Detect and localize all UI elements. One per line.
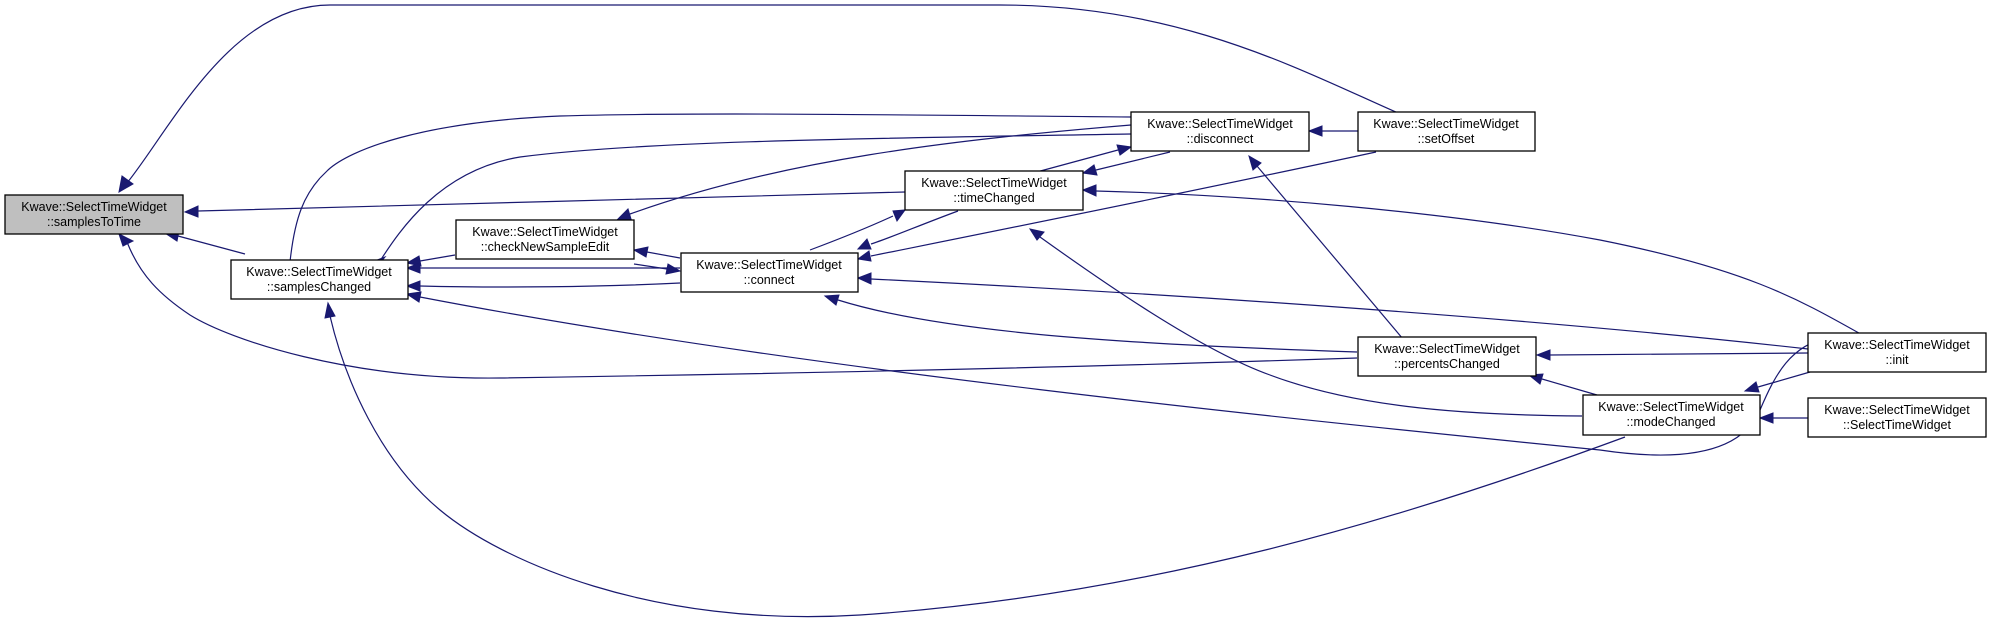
edge-modechanged-to-percentschanged — [1527, 373, 1598, 396]
node-sampleschanged[interactable]: Kwave::SelectTimeWidget ::samplesChanged — [230, 259, 409, 300]
node-connect[interactable]: Kwave::SelectTimeWidget ::connect — [680, 252, 859, 293]
node-disconnect-method: ::disconnect — [1187, 132, 1254, 146]
edges — [118, 4, 1867, 618]
edge-setoffset-to-samplestotime — [118, 4, 1399, 193]
node-setoffset-method: ::setOffset — [1418, 132, 1475, 146]
node-sampleschanged-method: ::samplesChanged — [267, 280, 371, 294]
edge-percentschanged-to-samplestotime — [118, 233, 1358, 379]
edge-init-to-modechanged — [1743, 371, 1811, 393]
edge-disconnect-to-sampleschanged — [319, 113, 1132, 179]
node-init[interactable]: Kwave::SelectTimeWidget ::init — [1807, 332, 1987, 373]
edge-timechanged-to-samplestotime — [183, 191, 906, 218]
edge-init-to-connect — [856, 272, 1809, 350]
node-modechanged[interactable]: Kwave::SelectTimeWidget ::modeChanged — [1582, 394, 1761, 436]
node-connect-method: ::connect — [744, 273, 795, 287]
node-samplestotime-method: ::samplesToTime — [47, 215, 141, 229]
node-timechanged-box — [904, 170, 1084, 211]
node-checknewsampleedit[interactable]: Kwave::SelectTimeWidget ::checkNewSample… — [455, 219, 635, 260]
edge-sampleschanged-to-disconnect — [289, 177, 321, 263]
node-percentschanged-method: ::percentsChanged — [1394, 357, 1500, 371]
edge-disconnect-to-checknewsampleedit — [616, 124, 1132, 220]
node-checknewsampleedit-class: Kwave::SelectTimeWidget — [472, 225, 618, 239]
node-disconnect[interactable]: Kwave::SelectTimeWidget ::disconnect — [1130, 111, 1310, 152]
node-setoffset-class: Kwave::SelectTimeWidget — [1373, 117, 1519, 131]
node-modechanged-class: Kwave::SelectTimeWidget — [1598, 400, 1744, 414]
edge-modechanged-to-sampleschanged — [324, 301, 1626, 618]
node-samplestotime-box — [4, 194, 184, 235]
edge-setoffset-to-disconnect — [1307, 125, 1358, 137]
node-setoffset-box — [1357, 111, 1536, 152]
node-timechanged[interactable]: Kwave::SelectTimeWidget ::timeChanged — [904, 170, 1084, 211]
node-selecttimewidget-box — [1807, 397, 1987, 438]
edge-percentschanged-to-connect — [823, 294, 1358, 353]
edge-connect-to-timechanged — [809, 209, 907, 251]
node-samplestotime-class: Kwave::SelectTimeWidget — [21, 200, 167, 214]
node-timechanged-class: Kwave::SelectTimeWidget — [921, 176, 1067, 190]
node-modechanged-method: ::modeChanged — [1627, 415, 1716, 429]
edge-modechanged-to-timechanged — [1028, 228, 1583, 417]
node-checknewsampleedit-method: ::checkNewSampleEdit — [481, 240, 610, 254]
node-disconnect-box — [1130, 111, 1310, 152]
node-selecttimewidget-method: ::SelectTimeWidget — [1843, 418, 1951, 432]
node-connect-class: Kwave::SelectTimeWidget — [696, 258, 842, 272]
node-timechanged-method: ::timeChanged — [953, 191, 1034, 205]
edge-timechanged-to-disconnect — [1032, 144, 1133, 174]
node-sampleschanged-box — [230, 259, 409, 300]
node-sampleschanged-class: Kwave::SelectTimeWidget — [246, 265, 392, 279]
edge-disconnect-to-timechanged — [1081, 151, 1171, 176]
edge-percentschanged-to-disconnect — [1248, 154, 1404, 340]
edge-checknewsampleedit-to-sampleschanged — [405, 254, 456, 267]
node-init-class: Kwave::SelectTimeWidget — [1824, 338, 1970, 352]
node-samplestotime[interactable]: Kwave::SelectTimeWidget ::samplesToTime — [4, 194, 184, 235]
edge-init-to-sampleschanged — [405, 291, 1831, 456]
edge-selecttimewidget-to-modechanged — [1758, 412, 1808, 424]
node-percentschanged-box — [1357, 336, 1537, 377]
node-disconnect-class: Kwave::SelectTimeWidget — [1147, 117, 1293, 131]
node-modechanged-box — [1582, 394, 1761, 436]
node-connect-box — [680, 252, 859, 293]
nodes: Kwave::SelectTimeWidget ::samplesToTime … — [4, 111, 1987, 438]
edge-connect-to-sampleschanged — [405, 262, 680, 274]
edge-checknewsampleedit-to-connect — [633, 263, 682, 275]
node-selecttimewidget[interactable]: Kwave::SelectTimeWidget ::SelectTimeWidg… — [1807, 397, 1987, 438]
node-setoffset[interactable]: Kwave::SelectTimeWidget ::setOffset — [1357, 111, 1536, 152]
node-init-method: ::init — [1886, 353, 1909, 367]
node-init-box — [1807, 332, 1987, 373]
edge-setoffset-to-connect — [856, 151, 1377, 262]
edge-timechanged-to-connect — [856, 210, 959, 250]
edge-init-to-percentschanged — [1535, 349, 1809, 361]
edge-init-to-timechanged — [1081, 184, 1867, 338]
node-checknewsampleedit-box — [455, 219, 635, 260]
edge-connect-to-sampleschanged-2 — [405, 280, 681, 292]
node-selecttimewidget-class: Kwave::SelectTimeWidget — [1824, 403, 1970, 417]
node-percentschanged-class: Kwave::SelectTimeWidget — [1374, 342, 1520, 356]
node-percentschanged[interactable]: Kwave::SelectTimeWidget ::percentsChange… — [1357, 336, 1537, 377]
edge-connect-to-checknewsampleedit — [632, 246, 681, 259]
